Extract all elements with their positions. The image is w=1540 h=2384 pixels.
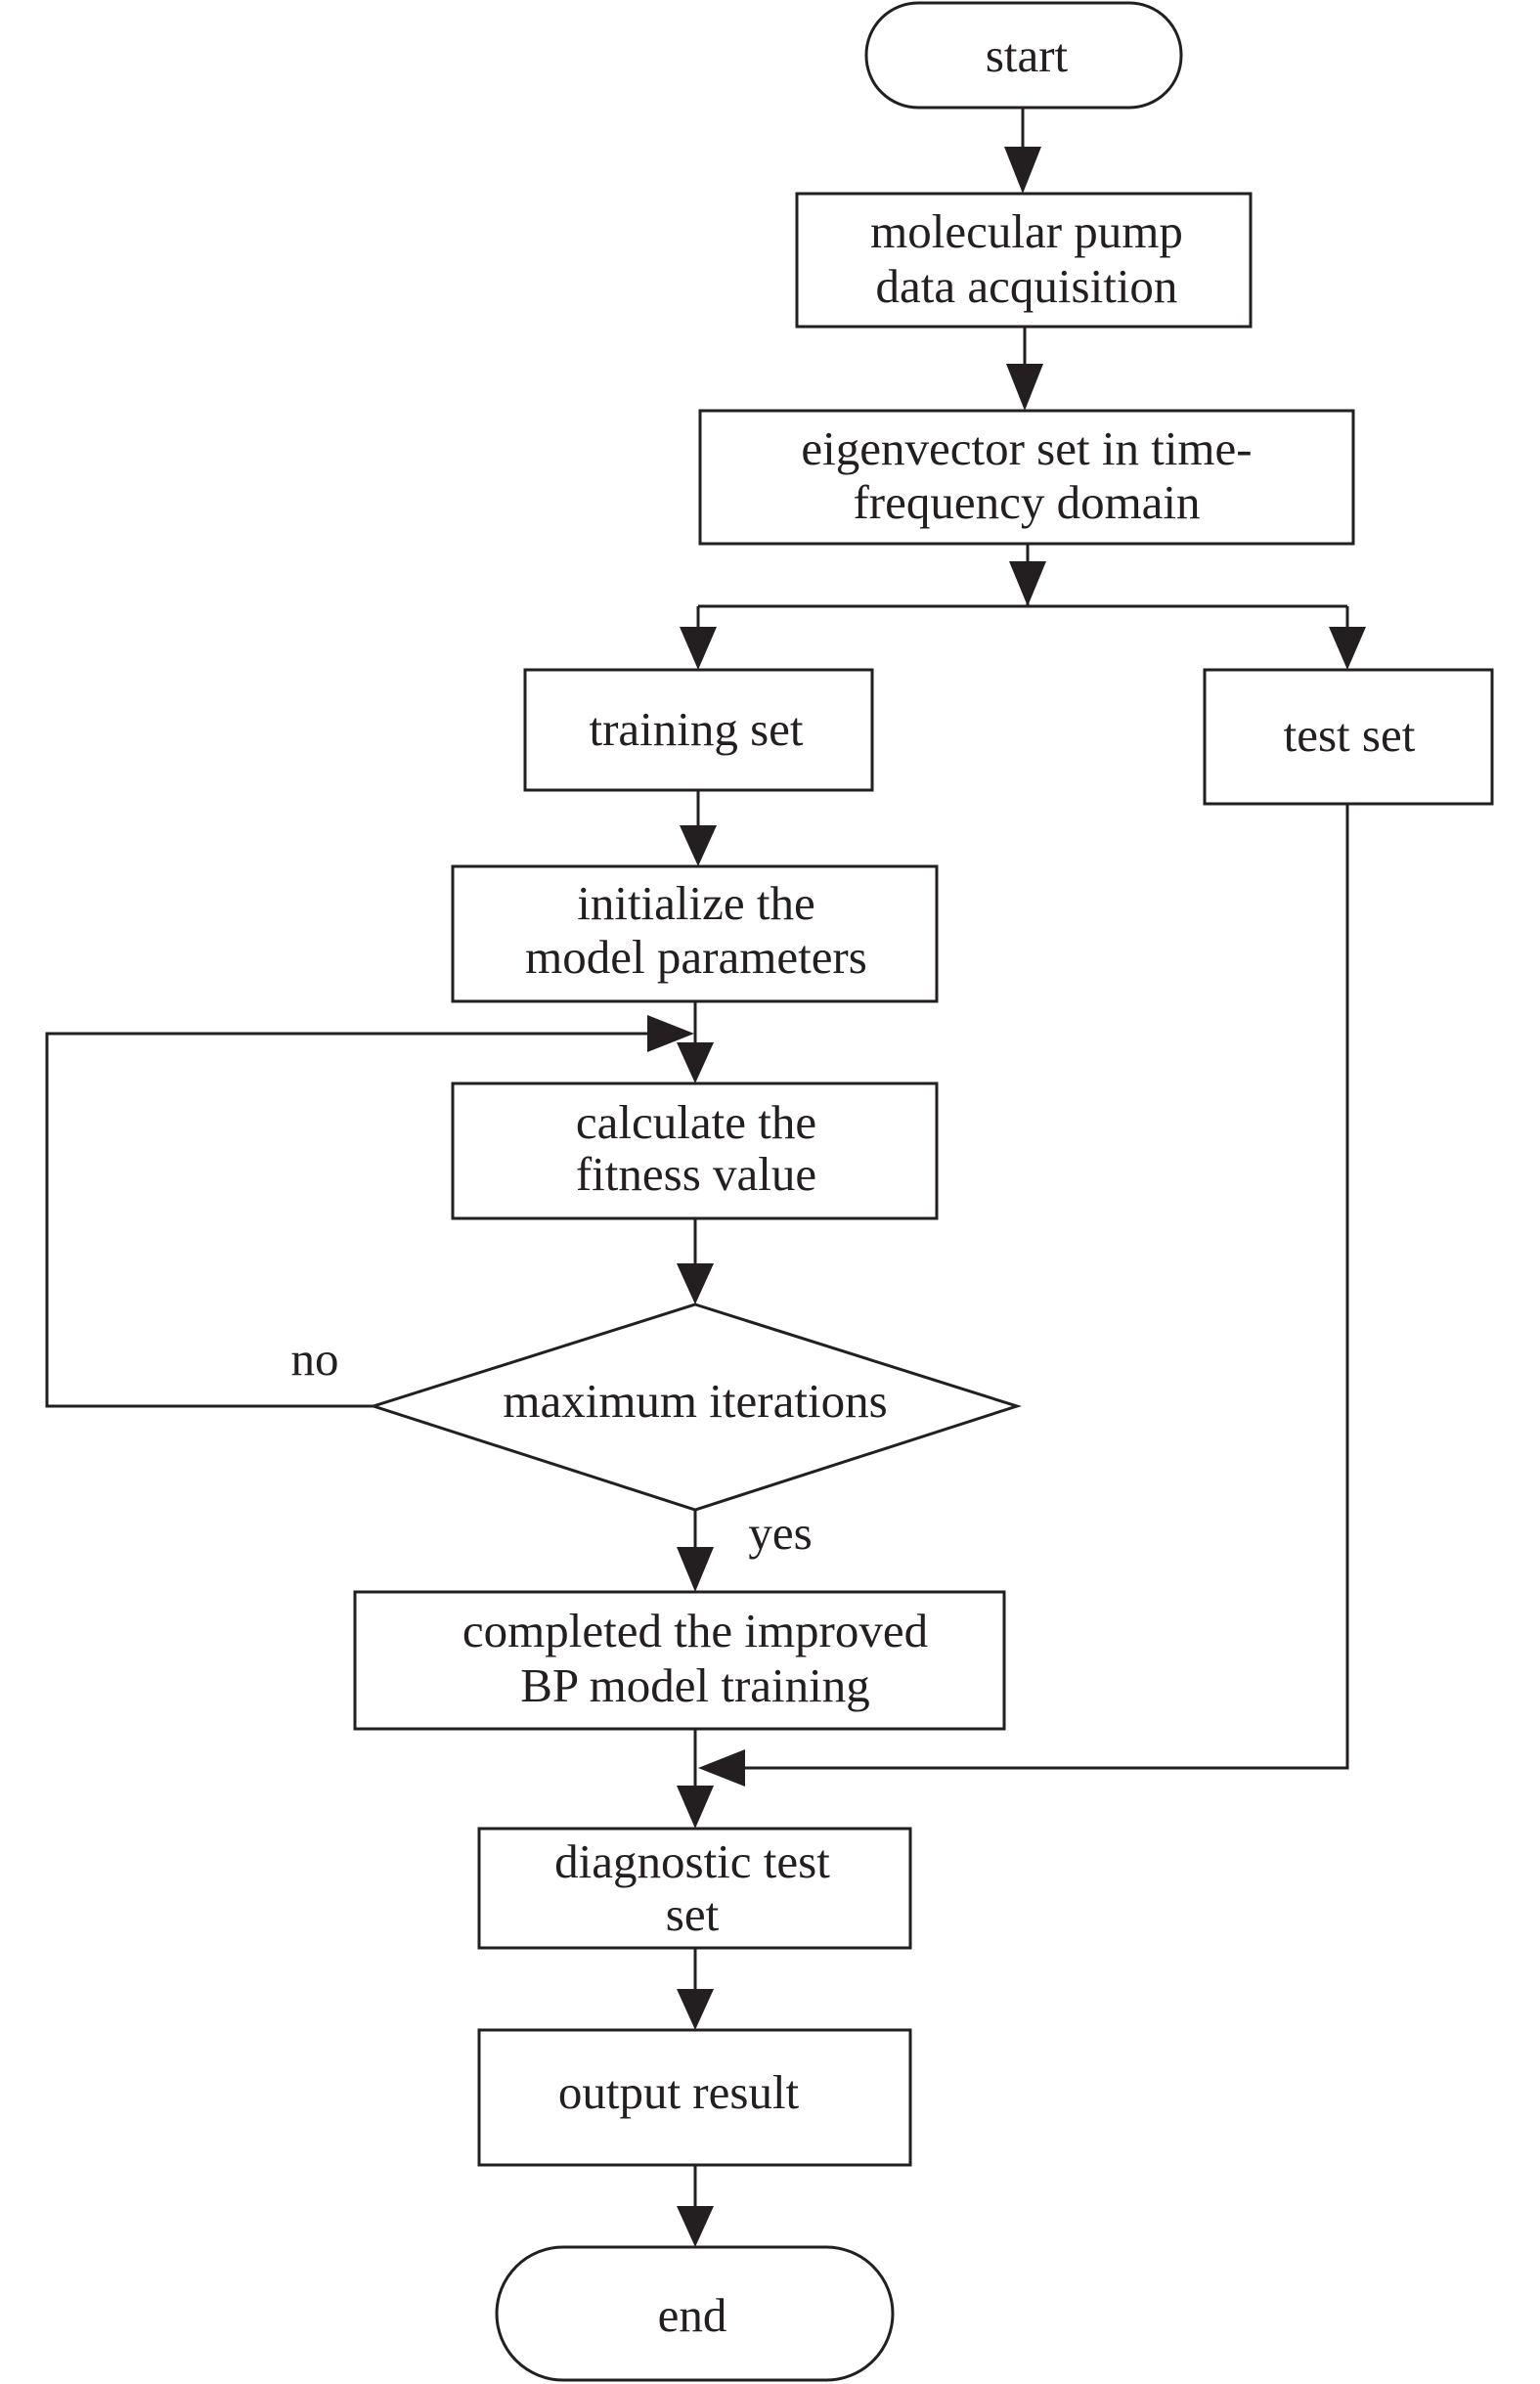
decision-label: maximum iterations (503, 1374, 887, 1428)
arrowhead-split (1009, 561, 1046, 606)
arrowheads (647, 147, 1366, 2247)
connector-test-to-merge (745, 804, 1349, 1770)
arrowhead-test (1329, 627, 1366, 670)
arrowhead-diagnostic (677, 1786, 714, 1829)
arrowhead-end (677, 2206, 714, 2247)
eigenvector-node (698, 409, 1355, 546)
yes-label: yes (748, 1506, 812, 1560)
arrowhead-completed (677, 1547, 714, 1592)
connectors (45, 108, 1349, 2206)
test-set-label: test set (1284, 708, 1416, 762)
init-label-line-2: model parameters (525, 930, 867, 984)
arrowhead-merge (698, 1749, 745, 1787)
completed-label-line-1: completed the improved (462, 1604, 928, 1657)
eigenvector-label-line-1: eigenvector set in time- (801, 421, 1252, 475)
start-node (864, 1, 1183, 110)
acquisition-node (795, 192, 1253, 329)
arrowhead-decision (677, 1263, 714, 1304)
acquisition-label-line-2: data acquisition (876, 259, 1178, 313)
diagnostic-node (477, 1827, 912, 1950)
no-label: no (291, 1332, 339, 1386)
start-label: start (986, 28, 1069, 82)
end-node (495, 2245, 895, 2382)
init-label-line-1: initialize the (577, 876, 815, 930)
arrowhead-init (680, 825, 717, 866)
eigenvector-label-line-2: frequency domain (853, 475, 1200, 529)
training-set-node (523, 668, 874, 792)
fitness-node (451, 1082, 939, 1220)
arrowhead-loop-back (647, 1015, 694, 1052)
arrowhead-fitness (677, 1042, 714, 1083)
branch-labels: no yes (291, 1332, 813, 1560)
arrowhead-training (680, 627, 717, 670)
test-set-node (1203, 668, 1494, 806)
arrowhead-output (677, 1989, 714, 2030)
arrowhead-eigenvector (1006, 364, 1043, 411)
arrowhead-acquisition (1004, 147, 1041, 194)
connector-no-loop (45, 1032, 649, 1408)
init-node (451, 864, 939, 1003)
node-labels: start molecular pump data acquisition ei… (462, 28, 1416, 2342)
fitness-label-line-2: fitness value (576, 1147, 816, 1201)
completed-label-line-2: BP model training (520, 1658, 870, 1712)
output-label: output result (558, 2065, 800, 2119)
training-set-label: training set (589, 702, 803, 756)
nodes (353, 1, 1494, 2382)
end-label: end (658, 2288, 727, 2342)
diagnostic-label-line-2: set (666, 1887, 720, 1941)
acquisition-label-line-1: molecular pump (870, 204, 1183, 258)
completed-node (353, 1590, 1006, 1731)
max-iterations-decision (369, 1302, 1022, 1512)
output-node (477, 2028, 912, 2167)
diagnostic-label-line-1: diagnostic test (554, 1834, 830, 1888)
fitness-label-line-1: calculate the (576, 1095, 816, 1149)
